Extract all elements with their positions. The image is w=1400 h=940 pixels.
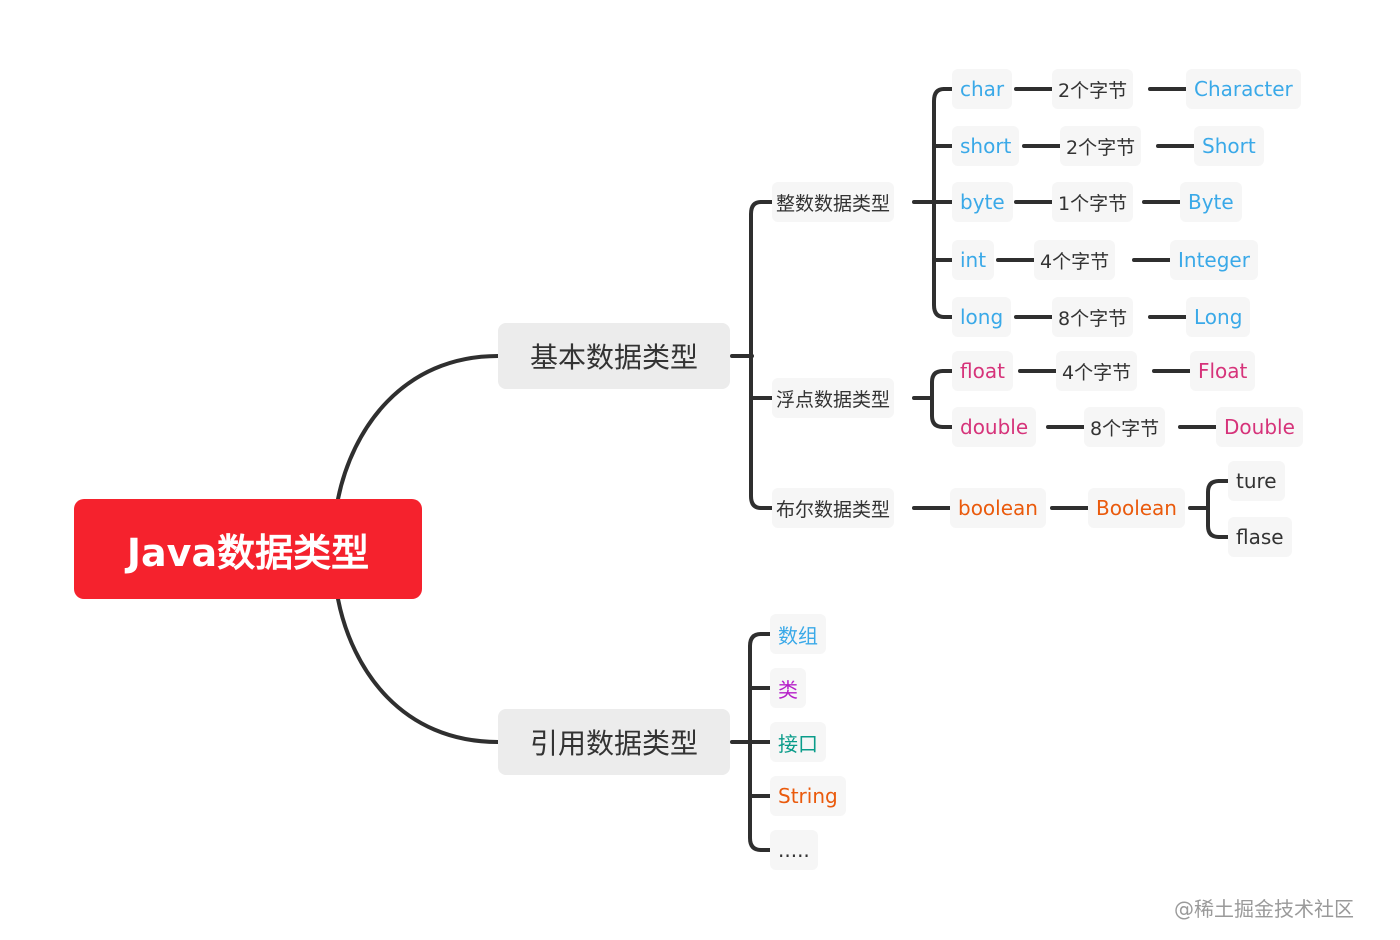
float-types-node[interactable]: 浮点数据类型 <box>772 378 895 418</box>
link-root-primitive <box>336 354 500 501</box>
bracket-primitive <box>730 200 763 510</box>
wrapper-character[interactable]: Character <box>1186 69 1301 109</box>
wrapper-boolean[interactable]: Boolean <box>1088 488 1185 528</box>
type-long[interactable]: long <box>952 297 1012 337</box>
type-float[interactable]: float <box>952 351 1013 391</box>
wrapper-byte[interactable]: Byte <box>1180 182 1242 222</box>
size-byte[interactable]: 1个字节 <box>1052 182 1134 222</box>
wrapper-long[interactable]: Long <box>1186 297 1251 337</box>
wrapper-double[interactable]: Double <box>1216 407 1303 447</box>
ref-array[interactable]: 数组 <box>770 614 826 654</box>
size-short[interactable]: 2个字节 <box>1060 126 1142 166</box>
size-long[interactable]: 8个字节 <box>1052 297 1134 337</box>
value-false[interactable]: flase <box>1228 517 1292 557</box>
ref-more[interactable]: ..... <box>770 830 818 870</box>
value-true[interactable]: ture <box>1228 461 1285 501</box>
primitive-types-node[interactable]: 基本数据类型 <box>498 323 730 389</box>
link-root-reference <box>336 597 500 744</box>
type-char[interactable]: char <box>952 69 1013 109</box>
size-double[interactable]: 8个字节 <box>1084 407 1166 447</box>
bracket-float <box>912 369 945 429</box>
type-short[interactable]: short <box>952 126 1020 166</box>
wrapper-float[interactable]: Float <box>1190 351 1256 391</box>
ref-string[interactable]: String <box>770 776 846 816</box>
type-int[interactable]: int <box>952 240 995 280</box>
boolean-types-node[interactable]: 布尔数据类型 <box>772 488 895 528</box>
watermark: @稀土掘金技术社区 <box>1174 897 1354 921</box>
size-int[interactable]: 4个字节 <box>1034 240 1116 280</box>
bracket-boolean-values <box>1188 479 1221 539</box>
wrapper-integer[interactable]: Integer <box>1170 240 1258 280</box>
size-float[interactable]: 4个字节 <box>1056 351 1138 391</box>
type-boolean[interactable]: boolean <box>950 488 1046 528</box>
type-double[interactable]: double <box>952 407 1037 447</box>
integer-types-node[interactable]: 整数数据类型 <box>772 182 895 222</box>
reference-types-node[interactable]: 引用数据类型 <box>498 709 730 775</box>
size-char[interactable]: 2个字节 <box>1052 69 1134 109</box>
ref-class[interactable]: 类 <box>770 668 806 708</box>
ref-interface[interactable]: 接口 <box>770 722 826 762</box>
wrapper-short[interactable]: Short <box>1194 126 1264 166</box>
type-byte[interactable]: byte <box>952 182 1013 222</box>
root-node[interactable]: Java数据类型 <box>74 499 422 599</box>
